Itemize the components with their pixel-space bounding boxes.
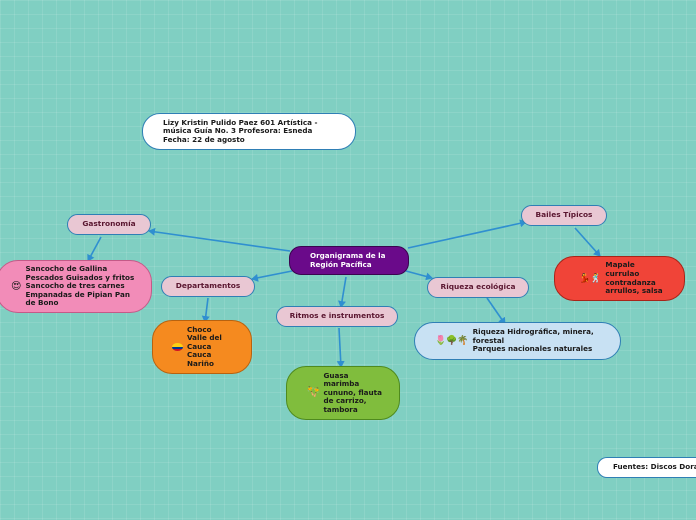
leaf-departamentos-line: Valle del bbox=[187, 333, 222, 343]
leaf-ritmos-line: cununo, flauta bbox=[323, 387, 382, 397]
central-node[interactable]: Organigrama de la Región Pacífica bbox=[289, 246, 409, 275]
leaf-ritmos-line: Guasa bbox=[323, 370, 349, 380]
connector-central-ritmos bbox=[338, 276, 347, 308]
leaf-bailes-line: currulao bbox=[605, 268, 640, 278]
dancers-icon: 💃🕺 bbox=[579, 273, 602, 284]
footer-note: Fuentes: Discos Dora bbox=[597, 457, 696, 478]
leaf-departamentos-line: Nariño bbox=[187, 358, 214, 368]
topic-bailes-label: Bailes Típicos bbox=[535, 210, 593, 220]
leaf-ritmos-line: de carrizo, bbox=[323, 396, 367, 406]
header-note: Lizy Kristin Pulido Paez 601 Artística -… bbox=[142, 113, 356, 150]
leaf-departamentos-line: Cauca bbox=[187, 350, 212, 360]
leaf-riqueza-line: Parques nacionales naturales bbox=[472, 344, 593, 354]
connector-bailes-leaf bbox=[574, 227, 601, 257]
leaf-riqueza-line: Riqueza Hidrográfica, minera, bbox=[472, 327, 594, 337]
topic-departamentos-label: Departamentos bbox=[175, 281, 241, 291]
leaf-gastronomia-line: Sancocho de Gallina bbox=[25, 264, 108, 274]
leaf-bailes-line: arrullos, salsa bbox=[605, 286, 663, 296]
leaf-bailes[interactable]: 💃🕺 Mapale currulao contradanza arrullos,… bbox=[554, 256, 685, 301]
topic-riqueza[interactable]: Riqueza ecológica bbox=[427, 277, 529, 298]
topic-riqueza-label: Riqueza ecológica bbox=[440, 282, 516, 292]
topic-departamentos[interactable]: Departamentos bbox=[161, 276, 255, 297]
topic-ritmos[interactable]: Ritmos e instrumentos bbox=[276, 306, 398, 327]
topic-bailes[interactable]: Bailes Típicos bbox=[521, 205, 607, 226]
leaf-departamentos-line: Choco bbox=[187, 324, 212, 334]
leaf-gastronomia-line: de Bono bbox=[25, 298, 59, 308]
topic-gastronomia[interactable]: Gastronomía bbox=[67, 214, 151, 235]
topic-ritmos-label: Ritmos e instrumentos bbox=[289, 311, 385, 321]
leaf-bailes-line: contradanza bbox=[605, 277, 656, 287]
leaf-gastronomia[interactable]: 😍 Sancocho de Gallina Pescados Guisados … bbox=[0, 260, 152, 313]
central-node-label: Organigrama de la Región Pacífica bbox=[310, 250, 386, 269]
connector-riqueza-leaf bbox=[486, 297, 506, 325]
colombia-flag-icon bbox=[172, 343, 183, 351]
leaf-departamentos-line: Cauca bbox=[187, 341, 212, 351]
leaf-ritmos[interactable]: 🪇 Guasa marimba cununo, flauta de carriz… bbox=[286, 366, 400, 420]
leaf-departamentos[interactable]: Choco Valle del Cauca Cauca Nariño bbox=[152, 320, 252, 374]
leaf-riqueza-line: forestal bbox=[472, 335, 505, 345]
topic-gastronomia-label: Gastronomía bbox=[82, 219, 136, 229]
grinning-face-heart-eyes-icon: 😍 bbox=[11, 280, 22, 292]
leaf-gastronomia-line: Empanadas de Pipian Pan bbox=[25, 289, 130, 299]
nature-plants-icon: 🌷🌳🌴 bbox=[435, 336, 469, 346]
leaf-bailes-line: Mapale bbox=[605, 260, 635, 270]
connector-departamentos-leaf bbox=[201, 297, 210, 323]
leaf-gastronomia-line: Sancocho de tres carnes bbox=[25, 281, 125, 291]
connector-gastronomia-leaf bbox=[87, 236, 102, 262]
leaf-riqueza[interactable]: 🌷🌳🌴 Riqueza Hidrográfica, minera, forest… bbox=[414, 322, 621, 360]
footer-note-text: Fuentes: Discos Dora bbox=[613, 462, 696, 472]
header-note-text: Lizy Kristin Pulido Paez 601 Artística -… bbox=[163, 117, 318, 144]
connector-central-gastronomia bbox=[148, 227, 291, 252]
connector-central-riqueza bbox=[405, 270, 433, 281]
maracas-icon: 🪇 bbox=[307, 387, 320, 398]
connector-central-bailes bbox=[407, 219, 527, 249]
leaf-ritmos-line: tambora bbox=[323, 404, 358, 414]
connector-central-departamentos bbox=[251, 270, 293, 282]
leaf-ritmos-line: marimba bbox=[323, 379, 360, 389]
connector-ritmos-leaf bbox=[336, 327, 345, 368]
leaf-gastronomia-line: Pescados Guisados y fritos bbox=[25, 272, 135, 282]
